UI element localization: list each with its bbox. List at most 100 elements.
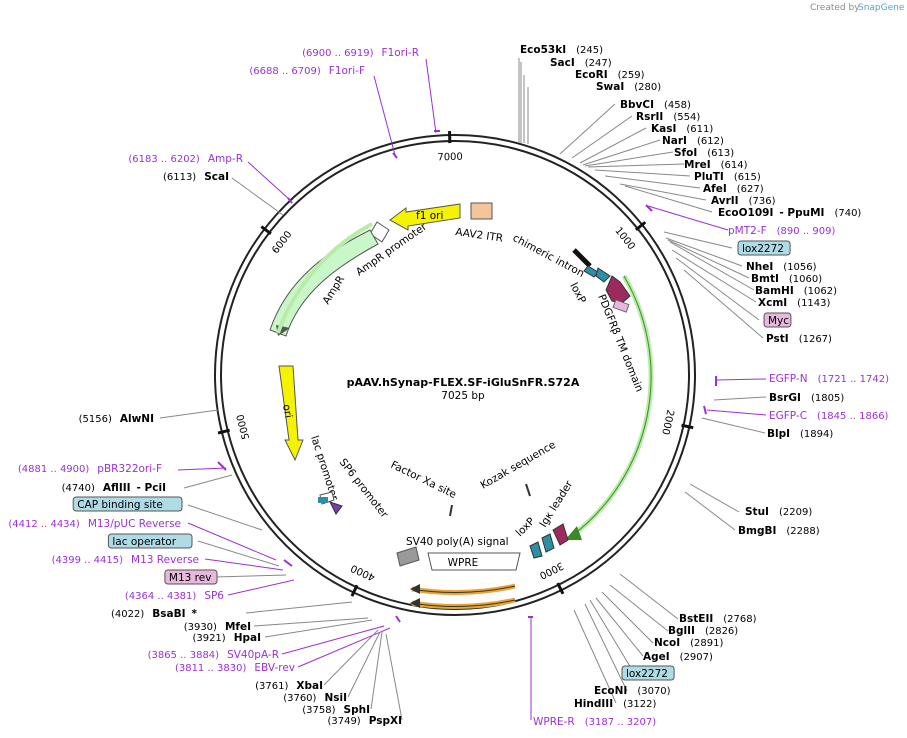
tick-label-1000: 1000: [612, 225, 637, 252]
label-box-text: Myc: [768, 315, 789, 327]
label-box-lac-operator[interactable]: [107, 533, 193, 549]
site-label-alwni[interactable]: (5156)AlwNI: [79, 413, 154, 425]
site-label-psti[interactable]: PstI(1267): [766, 333, 832, 345]
site-label-xbai[interactable]: (3761)XbaI: [255, 680, 323, 692]
site-label-bsabi[interactable]: (4022)BsaBI*: [111, 608, 198, 620]
tick-label-4000: 4000: [349, 562, 377, 583]
lac-operator-feature[interactable]: [318, 497, 328, 503]
label-box-cap-binding-site[interactable]: [72, 496, 183, 512]
site-label-afei[interactable]: AfeI(627): [703, 183, 764, 195]
site-label-eco53ki[interactable]: Eco53kI(245): [520, 44, 603, 56]
gold-arc-1-line: [411, 585, 516, 593]
loxp-feature-2[interactable]: [595, 267, 611, 283]
loxp-feature-3[interactable]: [529, 541, 543, 559]
myc-feature[interactable]: [612, 299, 630, 313]
site-label-rsrii[interactable]: RsrII(554): [636, 111, 700, 123]
site-label-avrii[interactable]: AvrII(736): [711, 195, 776, 207]
site-label-mrei[interactable]: MreI(614): [684, 159, 748, 171]
label-aav2-itr: AAV2 ITR: [455, 226, 504, 245]
site-label-bbvci[interactable]: BbvCI(458): [620, 99, 691, 111]
site-label-hpai[interactable]: (3921)HpaI: [192, 632, 261, 644]
tick-label-3000: 3000: [537, 559, 565, 580]
tick-label-5000: 5000: [235, 413, 252, 440]
label-box-text: M13 rev: [169, 572, 212, 584]
site-label-scai[interactable]: (6113)ScaI: [163, 171, 229, 183]
tick-3000: [556, 582, 565, 595]
chimeric-intron-feature[interactable]: [572, 248, 592, 268]
site-label-sv40pa-r[interactable]: (3865 .. 3884)SV40pA-R: [148, 649, 279, 661]
sp6-promoter-feature[interactable]: [329, 501, 343, 515]
plasmid-length: 7025 bp: [441, 390, 485, 402]
site-label-amp-r[interactable]: (6183 .. 6202)Amp-R: [128, 153, 243, 165]
site-label-saci[interactable]: SacI(247): [550, 57, 612, 69]
site-label-nsii[interactable]: (3760)NsiI: [283, 692, 347, 704]
site-label-hindiii[interactable]: HindIII(3122): [574, 698, 656, 710]
site-label-bmti[interactable]: BmtI(1060): [751, 273, 822, 285]
label-box-lox2272[interactable]: [737, 240, 791, 256]
label-box-myc[interactable]: [763, 312, 792, 328]
site-label-sphi[interactable]: (3758)SphI: [302, 704, 370, 716]
site-label-pluti[interactable]: PluTI(615): [694, 171, 761, 183]
tick-6000: [260, 225, 272, 236]
site-label-agei[interactable]: AgeI(2907): [643, 651, 713, 663]
site-label-ncoi[interactable]: NcoI(2891): [654, 637, 723, 649]
sf-iglusnfr-outline: [572, 275, 652, 536]
f1-ori-feature[interactable]: [389, 203, 461, 231]
site-label-bglii[interactable]: BglII(2826): [668, 625, 738, 637]
site-label-nari[interactable]: NarI(612): [662, 135, 724, 147]
primer-markers: [217, 130, 717, 623]
label-box-text: lox2272: [742, 243, 784, 255]
site-label-sp6[interactable]: (4364 .. 4381)SP6: [125, 590, 224, 602]
label-box-lox2272[interactable]: [621, 665, 675, 681]
factor-xa-feature[interactable]: [449, 504, 453, 517]
site-label-xcmi[interactable]: XcmI(1143): [758, 297, 831, 309]
igk-leader-feature[interactable]: [552, 523, 569, 546]
site-label-nhei[interactable]: NheI(1056): [746, 261, 817, 273]
tick-label-2000: 2000: [659, 408, 675, 435]
label-box-m13-rev[interactable]: [164, 569, 218, 585]
site-label-f1ori-f[interactable]: (6688 .. 6709)F1ori-F: [249, 65, 365, 77]
label-lac-promoter: lac promoter: [308, 434, 340, 502]
loxp-feature-1[interactable]: [583, 265, 599, 278]
site-label-egfp-c[interactable]: EGFP-C(1845 .. 1866): [769, 410, 889, 422]
site-label-f1ori-r[interactable]: (6900 .. 6919)F1ori-R: [302, 47, 419, 59]
site-label-pspxi[interactable]: (3749)PspXI: [327, 715, 402, 727]
backbone-outer: [214, 134, 696, 616]
site-label-sfoi[interactable]: SfoI(613): [674, 147, 734, 159]
kozak-feature[interactable]: [525, 483, 531, 497]
site-label-kasi[interactable]: KasI(611): [651, 123, 713, 135]
sf-iglusnfr-arrowhead: [565, 526, 582, 540]
site-label-bsrgi[interactable]: BsrGI(1805): [769, 392, 844, 404]
sv40-polya-feature[interactable]: [396, 546, 420, 567]
ampr-promoter-feature[interactable]: [369, 221, 390, 243]
site-label-afliii[interactable]: (4740)AflIII- PciI: [62, 482, 166, 494]
credit-brand: SnapGene: [858, 3, 905, 13]
site-label-econi[interactable]: EcoNI(3070): [594, 685, 671, 697]
site-label-bamhi[interactable]: BamHI(1062): [755, 285, 837, 297]
site-label-stui[interactable]: StuI(2209): [745, 506, 812, 518]
ori-feature[interactable]: [278, 365, 304, 462]
gold-arc-2-line: [411, 599, 516, 607]
site-label-swai[interactable]: SwaI(280): [596, 81, 661, 93]
site-label-bsteii[interactable]: BstEII(2768): [679, 613, 757, 625]
label-box-text: lox2272: [626, 668, 668, 680]
site-label-pbr322ori-f[interactable]: (4881 .. 4900)pBR322ori-F: [18, 463, 162, 475]
aav2-itr-feature[interactable]: [470, 202, 493, 220]
site-label-bmgbi[interactable]: BmgBI(2288): [738, 525, 820, 537]
site-label-ecori[interactable]: EcoRI(259): [575, 69, 645, 81]
label-ori: ori: [280, 403, 294, 419]
pdgfr-tm-feature[interactable]: [605, 275, 631, 304]
site-label-ebv-rev[interactable]: (3811 .. 3830)EBV-rev: [175, 662, 295, 674]
site-label-m13 reverse[interactable]: (4399 .. 4415)M13 Reverse: [52, 554, 199, 566]
left-label-group: (6900 .. 6919)F1ori-R (6688 .. 6709)F1ori…: [8, 47, 419, 727]
site-label-pmt2-f[interactable]: pMT2-F(890 .. 909): [728, 225, 835, 237]
site-label-mfei[interactable]: (3930)MfeI: [184, 621, 251, 633]
wpre-feature[interactable]: [427, 552, 521, 571]
site-label-m13/puc reverse[interactable]: (4412 .. 4434)M13/pUC Reverse: [8, 518, 181, 530]
site-label-egfp-n[interactable]: EGFP-N(1721 .. 1742): [769, 373, 889, 385]
site-label-blpi[interactable]: BlpI(1894): [767, 428, 833, 440]
site-label-wpre-r[interactable]: WPRE-R(3187 .. 3207): [533, 716, 656, 728]
loxp-feature-4[interactable]: [541, 533, 555, 553]
site-label-ecoo109i[interactable]: EcoO109I- PpuMI(740): [718, 207, 861, 219]
